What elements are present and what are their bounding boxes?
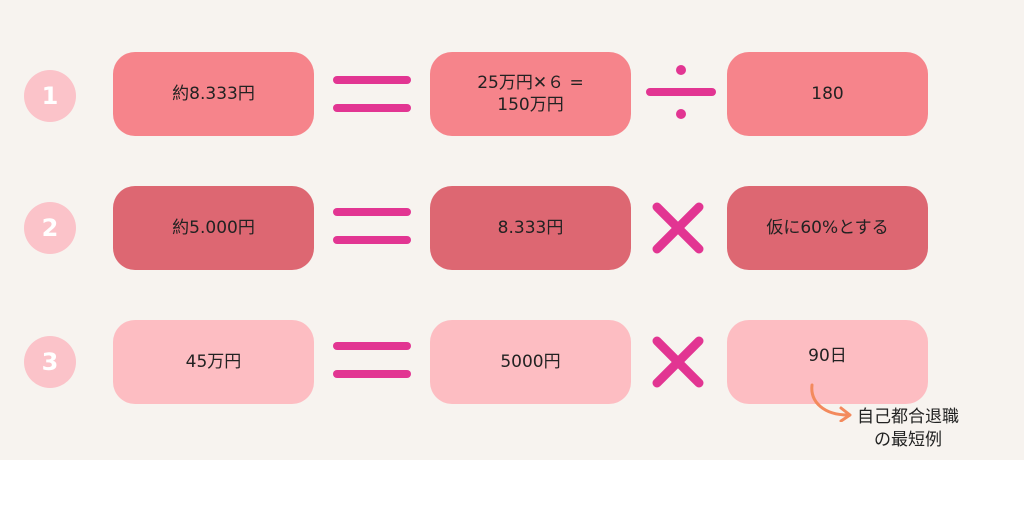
row-number-3: 3	[24, 336, 76, 388]
equals-icon	[333, 342, 411, 382]
curved-arrow-icon	[806, 382, 858, 423]
divide-icon	[646, 64, 716, 120]
row2-right-box: 仮に60%とする	[727, 186, 928, 270]
multiply-icon	[652, 202, 704, 254]
row1-middle-box: 25万円✕６ = 150万円	[430, 52, 631, 136]
row3-result-box: 45万円	[113, 320, 314, 404]
row-number-1: 1	[24, 70, 76, 122]
row1-right-box: 180	[727, 52, 928, 136]
equals-icon	[333, 76, 411, 116]
row-number-2: 2	[24, 202, 76, 254]
row3-right-box: 90日	[727, 320, 928, 404]
row1-result-box: 約8.333円	[113, 52, 314, 136]
row3-middle-box: 5000円	[430, 320, 631, 404]
note-text: 自己都合退職 の最短例	[857, 407, 959, 450]
multiply-icon	[652, 336, 704, 388]
infographic-panel: 1 約8.333円 25万円✕６ = 150万円 180 2 約5.000円 8…	[0, 0, 1024, 460]
row2-result-box: 約5.000円	[113, 186, 314, 270]
row2-middle-box: 8.333円	[430, 186, 631, 270]
equals-icon	[333, 208, 411, 248]
